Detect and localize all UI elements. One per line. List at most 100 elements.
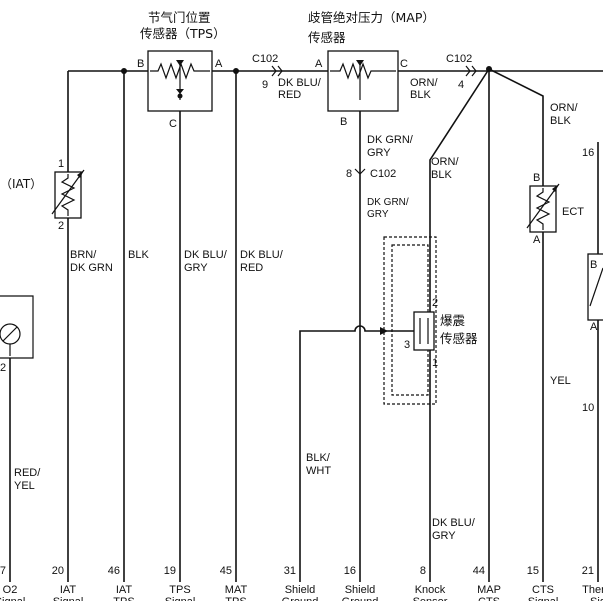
wire-label: BLK: [128, 249, 149, 261]
map-sensor: [327, 50, 399, 578]
wire-label: BLK: [410, 89, 431, 101]
wire-label: DK BLU/: [240, 249, 284, 261]
c102-pin-8: 8: [346, 168, 352, 180]
tps-pin-b: B: [137, 58, 144, 70]
wire-label: RED: [278, 89, 301, 101]
ecm-pin-number: 44: [473, 565, 485, 577]
c102-pin-4: 4: [458, 79, 464, 91]
ecm-pin-name-2: Ground: [342, 596, 379, 601]
tps-title-line1: 节气门位置: [148, 10, 211, 25]
ecm-pin-name-2: Signal: [0, 596, 25, 601]
knock-pin-3: 3: [404, 339, 410, 351]
knock-pin-1: 1: [432, 357, 438, 369]
wire-label: DK BLU/: [432, 517, 476, 529]
ecm-pin-number: 19: [164, 565, 176, 577]
wire-label: BRN/: [70, 249, 97, 261]
ecm-pin-name-2: TPS: [113, 596, 134, 601]
ecm-pin-number: 21: [582, 565, 594, 577]
wire-label: ORN/: [550, 102, 578, 114]
ecm-pin-number: 46: [108, 565, 120, 577]
knock-label-line2: 传感器: [440, 331, 478, 346]
ecm-pin-name: MAP: [477, 584, 501, 596]
wire-label: GRY: [367, 209, 389, 220]
ecm-pin-name: CTS: [532, 584, 554, 596]
wire-label: DK BLU/: [278, 77, 322, 89]
wire-label: GRY: [184, 262, 208, 274]
map-title-line1: 歧管绝对压力（MAP）: [308, 10, 435, 25]
wire-label: DK GRN/: [367, 197, 409, 208]
wire-label: GRY: [367, 147, 391, 159]
c102-label-left: C102: [252, 53, 278, 65]
ecm-pin-name: IAT: [60, 584, 77, 596]
iat-pin-1: 1: [58, 158, 64, 170]
right-pin-10: 10: [582, 402, 594, 414]
wire-label: BLK/: [306, 452, 331, 464]
knock-pin-2: 2: [432, 297, 438, 309]
wire-label: GRY: [432, 530, 456, 542]
ecm-pin-name: Shield: [285, 584, 316, 596]
ecm-pin-name-2: TPS: [225, 596, 246, 601]
c102-label-right: C102: [446, 53, 472, 65]
ecm-pin-name: Therm: [582, 584, 603, 596]
ecm-pin-name: O2: [3, 584, 18, 596]
c102-pin-9: 9: [262, 79, 268, 91]
ect-pin-b: B: [533, 172, 540, 184]
right-pin-b: B: [590, 259, 597, 271]
o2-pin-2: 2: [0, 362, 6, 374]
wire-shield-ground: [299, 325, 380, 578]
wire-label: WHT: [306, 465, 331, 477]
ecm-pin-name-2: Signal: [528, 596, 559, 601]
wire-label: YEL: [550, 375, 571, 387]
wire-label: RED: [240, 262, 263, 274]
ecm-pin-name: Shield: [345, 584, 376, 596]
ecm-pin-name: Knock: [415, 584, 446, 596]
ecm-pin-number: 16: [344, 565, 356, 577]
ecm-pin-name-2: CTS: [478, 596, 500, 601]
ecm-pin-name: TPS: [169, 584, 190, 596]
wire-label: YEL: [14, 480, 35, 492]
ecm-pin-name-2: Ground: [282, 596, 319, 601]
tps-pin-a: A: [215, 58, 223, 70]
wire-label: BLK: [431, 169, 452, 181]
ect-sensor: [526, 172, 560, 578]
map-title-line2: 传感器: [308, 30, 346, 45]
map-pin-c: C: [400, 58, 408, 70]
wire-label: RED/: [14, 467, 41, 479]
ecm-pin-number: 45: [220, 565, 232, 577]
tps-pin-c: C: [169, 118, 177, 130]
ecm-pin-name: MAT: [225, 584, 248, 596]
knock-label-line1: 爆震: [440, 313, 466, 328]
ect-pin-a: A: [533, 234, 541, 246]
iat-label: （IAT）: [0, 177, 42, 191]
ecm-connector-row: 7O2Signal20IATSignal46IATTPS19TPSSignal4…: [0, 565, 603, 601]
ecm-pin-number: 20: [52, 565, 64, 577]
ecm-pin-name-2: Sensor: [413, 596, 448, 601]
right-pin-16: 16: [582, 147, 594, 159]
knock-sensor: [380, 236, 437, 578]
wire-label: DK BLU/: [184, 249, 228, 261]
ecm-pin-name-2: Sig: [590, 596, 603, 601]
ecm-pin-name-2: Signal: [165, 596, 196, 601]
wire-orn-blk-diagonal: [429, 68, 490, 312]
map-pin-a: A: [315, 58, 323, 70]
iat-pin-2: 2: [58, 220, 64, 232]
map-pin-b: B: [340, 116, 347, 128]
ecm-pin-name: IAT: [116, 584, 133, 596]
tps-title-line2: 传感器（TPS）: [140, 26, 226, 41]
wire-orn-blk-ect: [488, 68, 544, 172]
right-pin-a: A: [590, 321, 598, 333]
ecm-pin-number: 15: [527, 565, 539, 577]
o2-sensor: [0, 295, 34, 578]
ecm-pin-number: 31: [284, 565, 296, 577]
tps-sensor: [147, 50, 213, 578]
ecm-pin-number: 8: [420, 565, 426, 577]
ecm-pin-number: 7: [0, 565, 6, 577]
c102-label-mid: C102: [370, 168, 396, 180]
top-harness: [67, 70, 603, 578]
wire-label: ORN/: [431, 156, 459, 168]
wire-label: DK GRN: [70, 262, 113, 274]
wire-label: ORN/: [410, 77, 438, 89]
wire-label: BLK: [550, 115, 571, 127]
wire-label: DK GRN/: [367, 134, 414, 146]
